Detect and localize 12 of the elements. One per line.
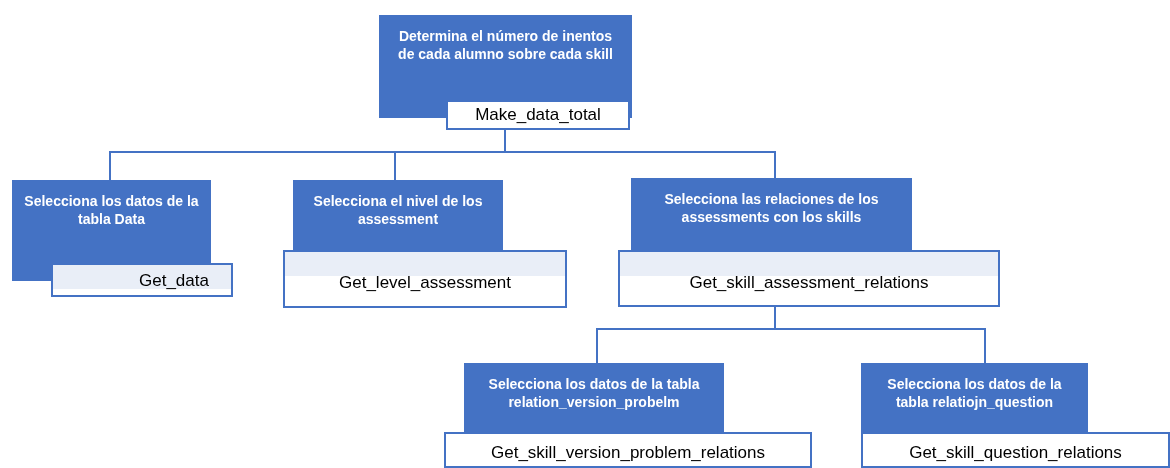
function-label-box: Get_data [51,263,233,297]
connector-line [504,129,776,179]
function-label-box: Get_skill_assessment_relations [618,250,1000,307]
connector-line [774,306,986,364]
function-label-box: Make_data_total [446,100,630,130]
function-label-box: Get_level_assessment [283,250,567,308]
function-label-box: Get_skill_version_problem_relations [444,432,812,468]
heading-box: Selecciona los datos de la tabla relation_version_probelm [464,363,724,434]
heading-box: Selecciona el nivel de los assessment [293,180,503,250]
heading-box: Selecciona los datos de la tabla relatiojn_question [861,363,1088,434]
function-label-box: Get_skill_question_relations [861,432,1170,468]
heading-box: Selecciona las relaciones de los assessments con los skills [631,178,912,252]
